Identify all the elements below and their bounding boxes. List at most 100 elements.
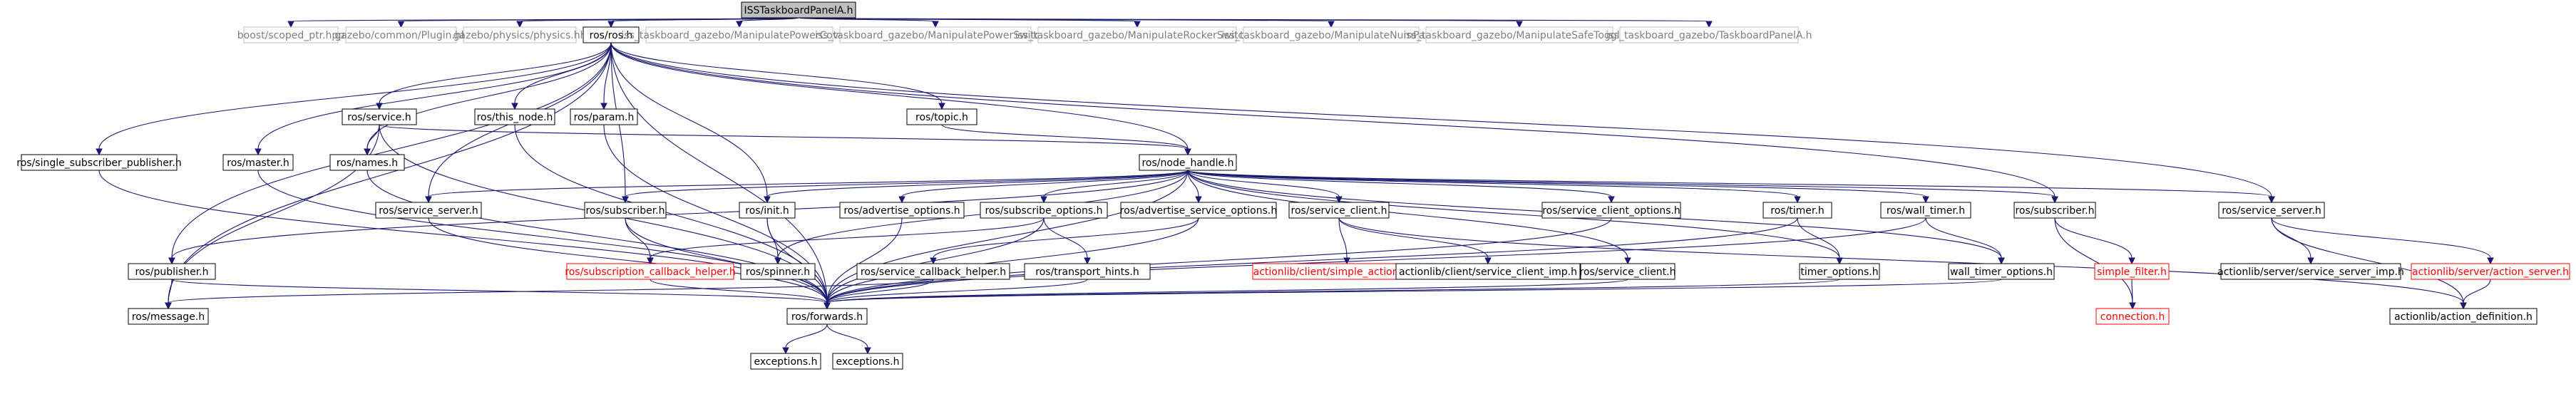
edge-arrowhead bbox=[1195, 196, 1202, 204]
edge-line bbox=[1338, 217, 1348, 259]
node-al-svc-server-imp[interactable]: actionlib/server/service_server_imp.h bbox=[2217, 263, 2404, 280]
node-wall-timer-opts[interactable]: wall_timer_options.h bbox=[1948, 263, 2055, 280]
node-timer-opts[interactable]: timer_options.h bbox=[1799, 263, 1880, 280]
edge-arrowhead bbox=[364, 148, 371, 156]
node-service-h[interactable]: ros/service.h bbox=[342, 108, 417, 125]
edge-arrowhead bbox=[1040, 196, 1047, 204]
node-service-server-h2[interactable]: ros/service_server.h bbox=[2218, 202, 2325, 219]
node-label: iss_taskboard_gazebo/TaskboardPanelA.h bbox=[1606, 30, 1812, 41]
edge-line bbox=[1187, 170, 1926, 197]
node-label: actionlib/server/service_server_imp.h bbox=[2217, 266, 2404, 278]
node-wall-timer-h[interactable]: ros/wall_timer.h bbox=[1880, 202, 1971, 219]
node-box bbox=[645, 26, 833, 43]
node-message-h[interactable]: ros/message.h bbox=[128, 308, 209, 325]
node-label: ros/publisher.h bbox=[135, 266, 208, 278]
edge-arrowhead bbox=[1922, 196, 1929, 204]
node-root[interactable]: ISSTaskboardPanelA.h bbox=[741, 1, 856, 19]
edge-arrowhead bbox=[1998, 257, 2005, 265]
edge-ros_h-to-master bbox=[255, 42, 612, 156]
node-box bbox=[329, 154, 405, 171]
edge-line bbox=[625, 217, 651, 259]
edge-line bbox=[826, 217, 1798, 304]
edge-arrowhead bbox=[736, 21, 743, 28]
node-label: ros/service_callback_helper.h bbox=[861, 266, 1006, 278]
edge-line bbox=[610, 42, 2272, 197]
edge-arrowhead bbox=[2051, 196, 2058, 204]
edge-arrowhead bbox=[607, 21, 615, 28]
node-topic[interactable]: ros/topic.h bbox=[906, 108, 977, 125]
edge-line bbox=[1187, 170, 1840, 259]
edge-line bbox=[610, 42, 1189, 150]
edge-line bbox=[650, 217, 1045, 259]
edge-line bbox=[171, 42, 612, 259]
edge-line bbox=[1187, 170, 1612, 197]
edge-line bbox=[785, 323, 828, 348]
node-service-client-h[interactable]: ros/service_client.h bbox=[1288, 202, 1390, 219]
node-label: ros/advertise_options.h bbox=[843, 205, 960, 217]
edge-arrowhead bbox=[898, 196, 905, 204]
node-simple-filter: simple_filter.h bbox=[2094, 263, 2170, 280]
node-node-handle[interactable]: ros/node_handle.h bbox=[1139, 154, 1237, 171]
node-ros-h[interactable]: ros/ros.h bbox=[583, 26, 640, 43]
edge-line bbox=[901, 170, 1189, 197]
edge-line bbox=[933, 217, 1199, 259]
node-label: iss_taskboard_gazebo/ManipulateRockerSwi… bbox=[1015, 30, 1260, 41]
node-al-svc-client-imp[interactable]: actionlib/client/service_client_imp.h bbox=[1395, 263, 1581, 280]
edge-line bbox=[2271, 217, 2311, 259]
node-box bbox=[474, 108, 555, 125]
edge-node_handle-to-service_client_h2 bbox=[1187, 170, 1631, 265]
node-box bbox=[222, 154, 294, 171]
edge-timer_opts-to-forwards_h bbox=[823, 279, 1840, 310]
edge-arrowhead bbox=[2460, 302, 2467, 310]
edge-line bbox=[625, 170, 1189, 197]
node-service-server-h[interactable]: ros/service_server.h bbox=[375, 202, 482, 219]
edge-line bbox=[98, 170, 828, 304]
edge-arrowhead bbox=[511, 103, 518, 110]
node-publisher-h[interactable]: ros/publisher.h bbox=[128, 263, 216, 280]
node-box bbox=[345, 26, 457, 43]
node-al-action-def[interactable]: actionlib/action_definition.h bbox=[2389, 308, 2537, 325]
node-advertise-opts[interactable]: ros/advertise_options.h bbox=[839, 202, 965, 219]
node-transport-hints[interactable]: ros/transport_hints.h bbox=[1024, 263, 1151, 280]
node-forwards-h[interactable]: ros/forwards.h bbox=[786, 308, 868, 325]
node-adv-service-opts[interactable]: ros/advertise_service_options.h bbox=[1120, 202, 1277, 219]
node-label: ros/service_client.h bbox=[1580, 266, 1676, 278]
node-this-node[interactable]: ros/this_node.h bbox=[474, 108, 555, 125]
edge-node_handle-to-wall_timer_h bbox=[1187, 170, 1929, 204]
node-label: ros/service_server.h bbox=[2222, 205, 2321, 217]
node-subscriber-h[interactable]: ros/subscriber.h bbox=[584, 202, 667, 219]
node-al-action-server: actionlib/server/action_server.h bbox=[2411, 263, 2570, 280]
node-box bbox=[1762, 202, 1832, 219]
node-exceptions-2[interactable]: exceptions.h bbox=[832, 353, 903, 370]
edge-arrowhead bbox=[823, 302, 831, 310]
node-master[interactable]: ros/master.h bbox=[222, 154, 294, 171]
edge-line bbox=[610, 42, 943, 104]
node-svc-cb-helper[interactable]: ros/service_callback_helper.h bbox=[856, 263, 1010, 280]
node-service-client-h2[interactable]: ros/service_client.h bbox=[1580, 263, 1676, 280]
edge-line bbox=[739, 17, 799, 22]
edge-node_handle-to-service_server_h2 bbox=[1187, 170, 2275, 204]
node-box bbox=[243, 26, 339, 43]
edge-arrowhead bbox=[647, 257, 654, 265]
edge-line bbox=[766, 217, 828, 304]
edge-arrowhead bbox=[1705, 21, 1713, 28]
node-box bbox=[1288, 202, 1390, 219]
edge-line bbox=[1187, 170, 2272, 197]
node-init-h[interactable]: ros/init.h bbox=[739, 202, 796, 219]
node-param[interactable]: ros/param.h bbox=[570, 108, 638, 125]
edge-node_handle-to-service_client_opts bbox=[1187, 170, 1615, 204]
node-subscribe-opts[interactable]: ros/subscribe_options.h bbox=[980, 202, 1108, 219]
node-label: ros/spinner.h bbox=[746, 266, 810, 278]
node-single-pub[interactable]: ros/single_subscriber_publisher.h bbox=[16, 154, 182, 171]
edge-root-to-iss_cover bbox=[736, 17, 799, 28]
node-box bbox=[739, 202, 796, 219]
node-box bbox=[1580, 263, 1676, 280]
node-subscriber-h2[interactable]: ros/subscriber.h bbox=[2013, 202, 2096, 219]
node-service-client-opts[interactable]: ros/service_client_options.h bbox=[1541, 202, 1681, 219]
node-names[interactable]: ros/names.h bbox=[329, 154, 405, 171]
node-spinner[interactable]: ros/spinner.h bbox=[740, 263, 816, 280]
edge-node_handle-to-forwards_h bbox=[823, 170, 1189, 310]
node-timer-h[interactable]: ros/timer.h bbox=[1762, 202, 1832, 219]
node-box bbox=[1395, 263, 1581, 280]
node-exceptions-1[interactable]: exceptions.h bbox=[750, 353, 821, 370]
